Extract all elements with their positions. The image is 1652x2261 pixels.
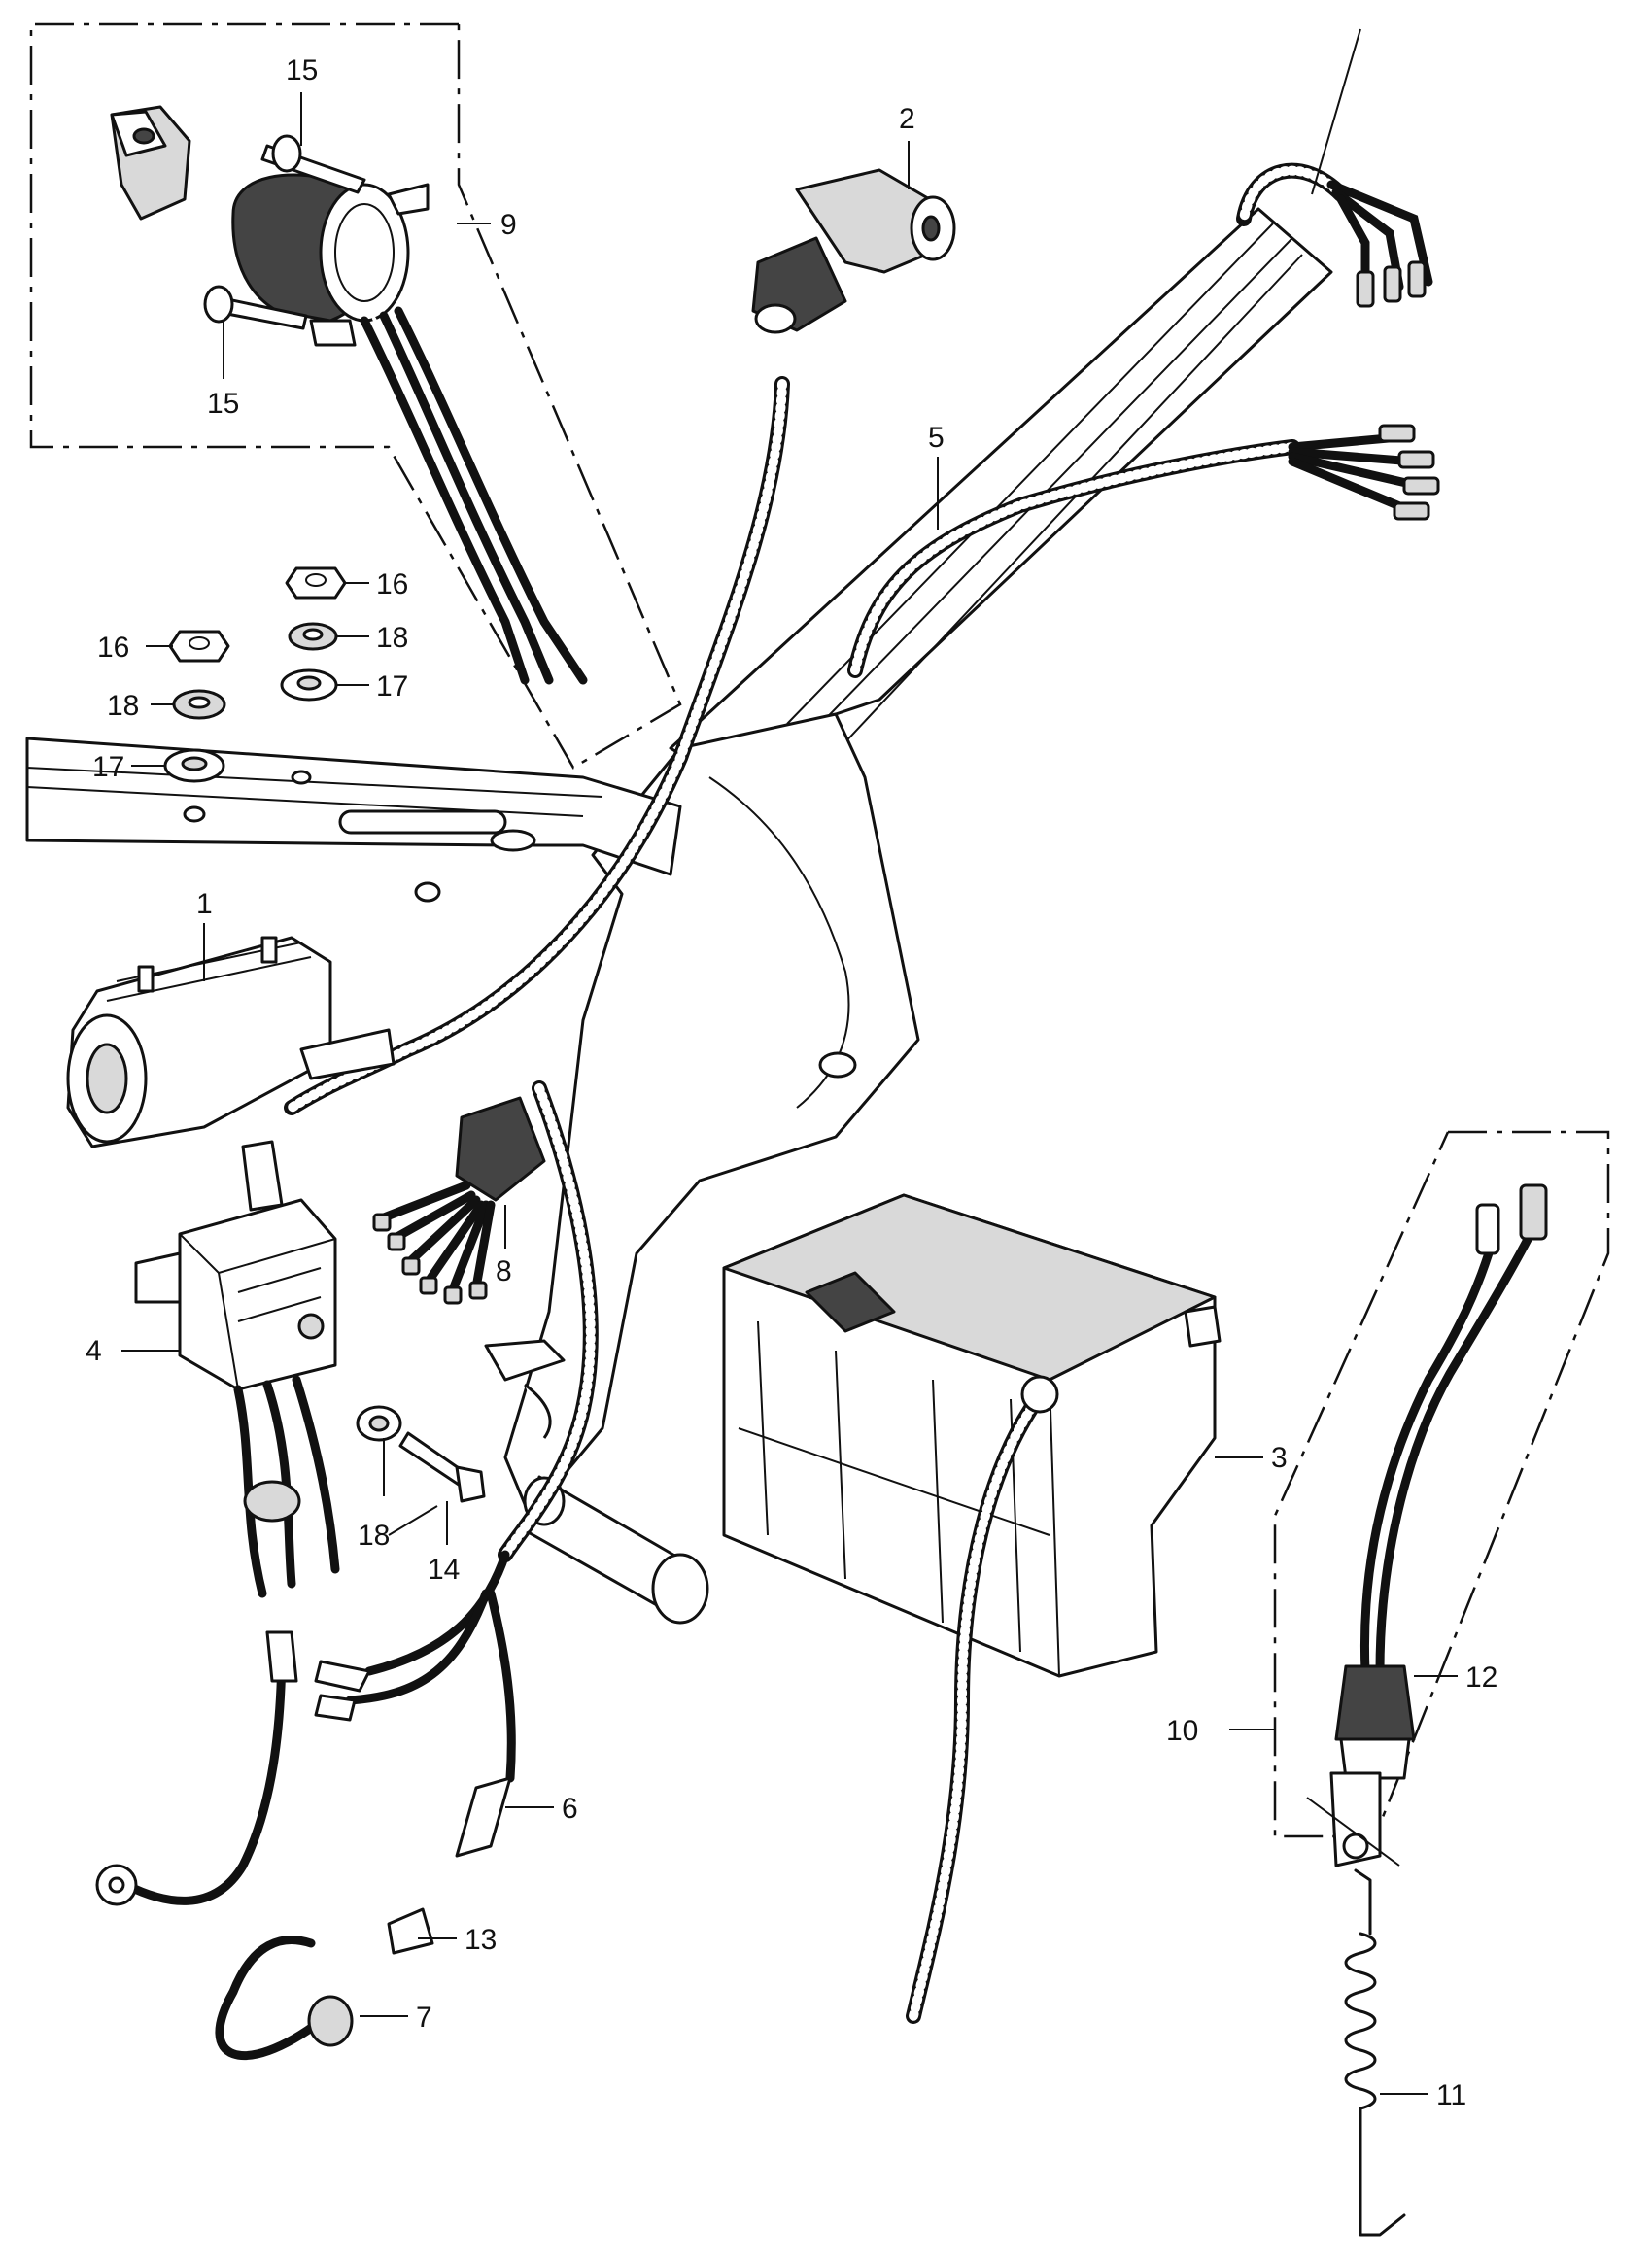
callout-18-lower: 18 xyxy=(358,1520,390,1552)
regulator xyxy=(134,1140,340,1598)
battery xyxy=(722,1193,1222,2024)
screws-15 xyxy=(203,134,366,330)
detail-box-brake-switch xyxy=(1273,1130,1610,1838)
callout-5: 5 xyxy=(928,422,945,454)
callout-2: 2 xyxy=(899,103,915,135)
callout-13: 13 xyxy=(465,1924,497,1956)
connector-bundle xyxy=(372,1080,599,1562)
callout-3: 3 xyxy=(1271,1442,1288,1474)
lower-leads xyxy=(95,1550,516,2060)
spark-plug-cap xyxy=(751,168,956,334)
leader-lines xyxy=(121,92,1458,2095)
callout-18-left: 18 xyxy=(107,690,139,722)
callout-10: 10 xyxy=(1166,1715,1198,1747)
callout-7: 7 xyxy=(416,2002,432,2034)
callout-12: 12 xyxy=(1465,1661,1497,1694)
washer-18-left xyxy=(172,689,226,720)
nut-16-left xyxy=(168,630,230,663)
callout-11: 11 xyxy=(1436,2079,1466,2111)
callout-6: 6 xyxy=(562,1793,578,1825)
callout-15-bottom: 15 xyxy=(207,388,239,420)
callout-8: 8 xyxy=(496,1255,512,1287)
callout-15-top: 15 xyxy=(286,54,318,86)
washer-18-right xyxy=(288,622,338,651)
nut-16-right xyxy=(285,566,347,600)
washer-screw-18-14 xyxy=(356,1405,486,1503)
return-spring xyxy=(1344,1868,1406,2237)
callout-1: 1 xyxy=(196,888,213,920)
callout-9: 9 xyxy=(500,209,517,241)
washer-17-left xyxy=(163,748,225,783)
callout-14: 14 xyxy=(428,1554,460,1586)
callout-16-right: 16 xyxy=(376,568,408,600)
callout-17-left: 17 xyxy=(92,751,124,783)
callout-16-left: 16 xyxy=(97,632,129,664)
ignition-coil xyxy=(66,936,396,1148)
ignition-switch xyxy=(110,105,588,685)
washer-17-right xyxy=(280,668,338,702)
callout-4: 4 xyxy=(86,1335,102,1367)
callout-18-right: 18 xyxy=(376,622,408,654)
main-harness xyxy=(847,28,1440,678)
detail-box-ignition-switch xyxy=(29,22,682,770)
callout-labels: 15 15 9 2 5 16 18 17 16 18 17 1 4 8 3 18… xyxy=(86,54,1497,2111)
brake-light-switch xyxy=(1306,1183,1548,1867)
callout-17-right: 17 xyxy=(376,670,408,702)
